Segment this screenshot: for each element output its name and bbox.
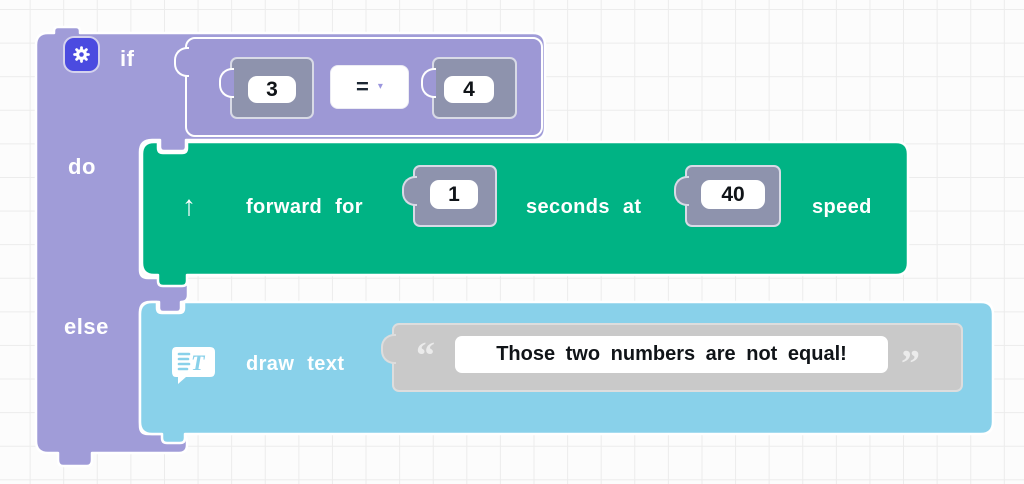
equals-operator-label: = bbox=[356, 74, 369, 99]
comparison-block[interactable]: 3 = ▾ 4 bbox=[174, 37, 543, 137]
number-socket-left[interactable]: 3 bbox=[219, 57, 314, 119]
number-input-left[interactable]: 3 bbox=[248, 76, 296, 103]
close-quote: ” bbox=[901, 343, 920, 385]
string-block[interactable]: “ Those two numbers are not equal! ” bbox=[381, 323, 963, 392]
speed-socket[interactable]: 40 bbox=[674, 165, 781, 227]
draw-text-label: draw text bbox=[246, 353, 345, 375]
duration-input[interactable]: 1 bbox=[430, 180, 478, 209]
else-keyword-label: else bbox=[64, 314, 109, 339]
string-block-connector bbox=[381, 334, 396, 364]
chevron-down-icon: ▾ bbox=[377, 80, 383, 92]
gear-icon bbox=[73, 46, 90, 63]
number-socket-connector bbox=[219, 68, 234, 98]
speed-socket-connector bbox=[674, 176, 689, 206]
duration-socket-connector bbox=[402, 176, 417, 206]
number-socket-connector bbox=[421, 68, 436, 98]
duration-socket[interactable]: 1 bbox=[402, 165, 497, 227]
number-input-right[interactable]: 4 bbox=[444, 76, 494, 103]
seconds-at-label: seconds at bbox=[526, 196, 642, 218]
speed-label: speed bbox=[812, 196, 872, 218]
forward-for-label: forward for bbox=[246, 196, 363, 218]
svg-text:T: T bbox=[191, 350, 206, 375]
do-keyword-label: do bbox=[68, 154, 96, 179]
string-input[interactable]: Those two numbers are not equal! bbox=[455, 336, 888, 373]
open-quote: “ bbox=[416, 335, 435, 377]
number-socket-right[interactable]: 4 bbox=[421, 57, 517, 119]
mutator-gear-button[interactable] bbox=[65, 38, 98, 71]
speed-input[interactable]: 40 bbox=[701, 180, 765, 209]
up-arrow-icon: ↑ bbox=[182, 190, 196, 221]
operator-dropdown[interactable]: = ▾ bbox=[330, 65, 409, 109]
comparison-block-connector bbox=[174, 47, 189, 77]
draw-text-icon: T bbox=[172, 347, 215, 384]
if-keyword-label: if bbox=[120, 46, 135, 71]
